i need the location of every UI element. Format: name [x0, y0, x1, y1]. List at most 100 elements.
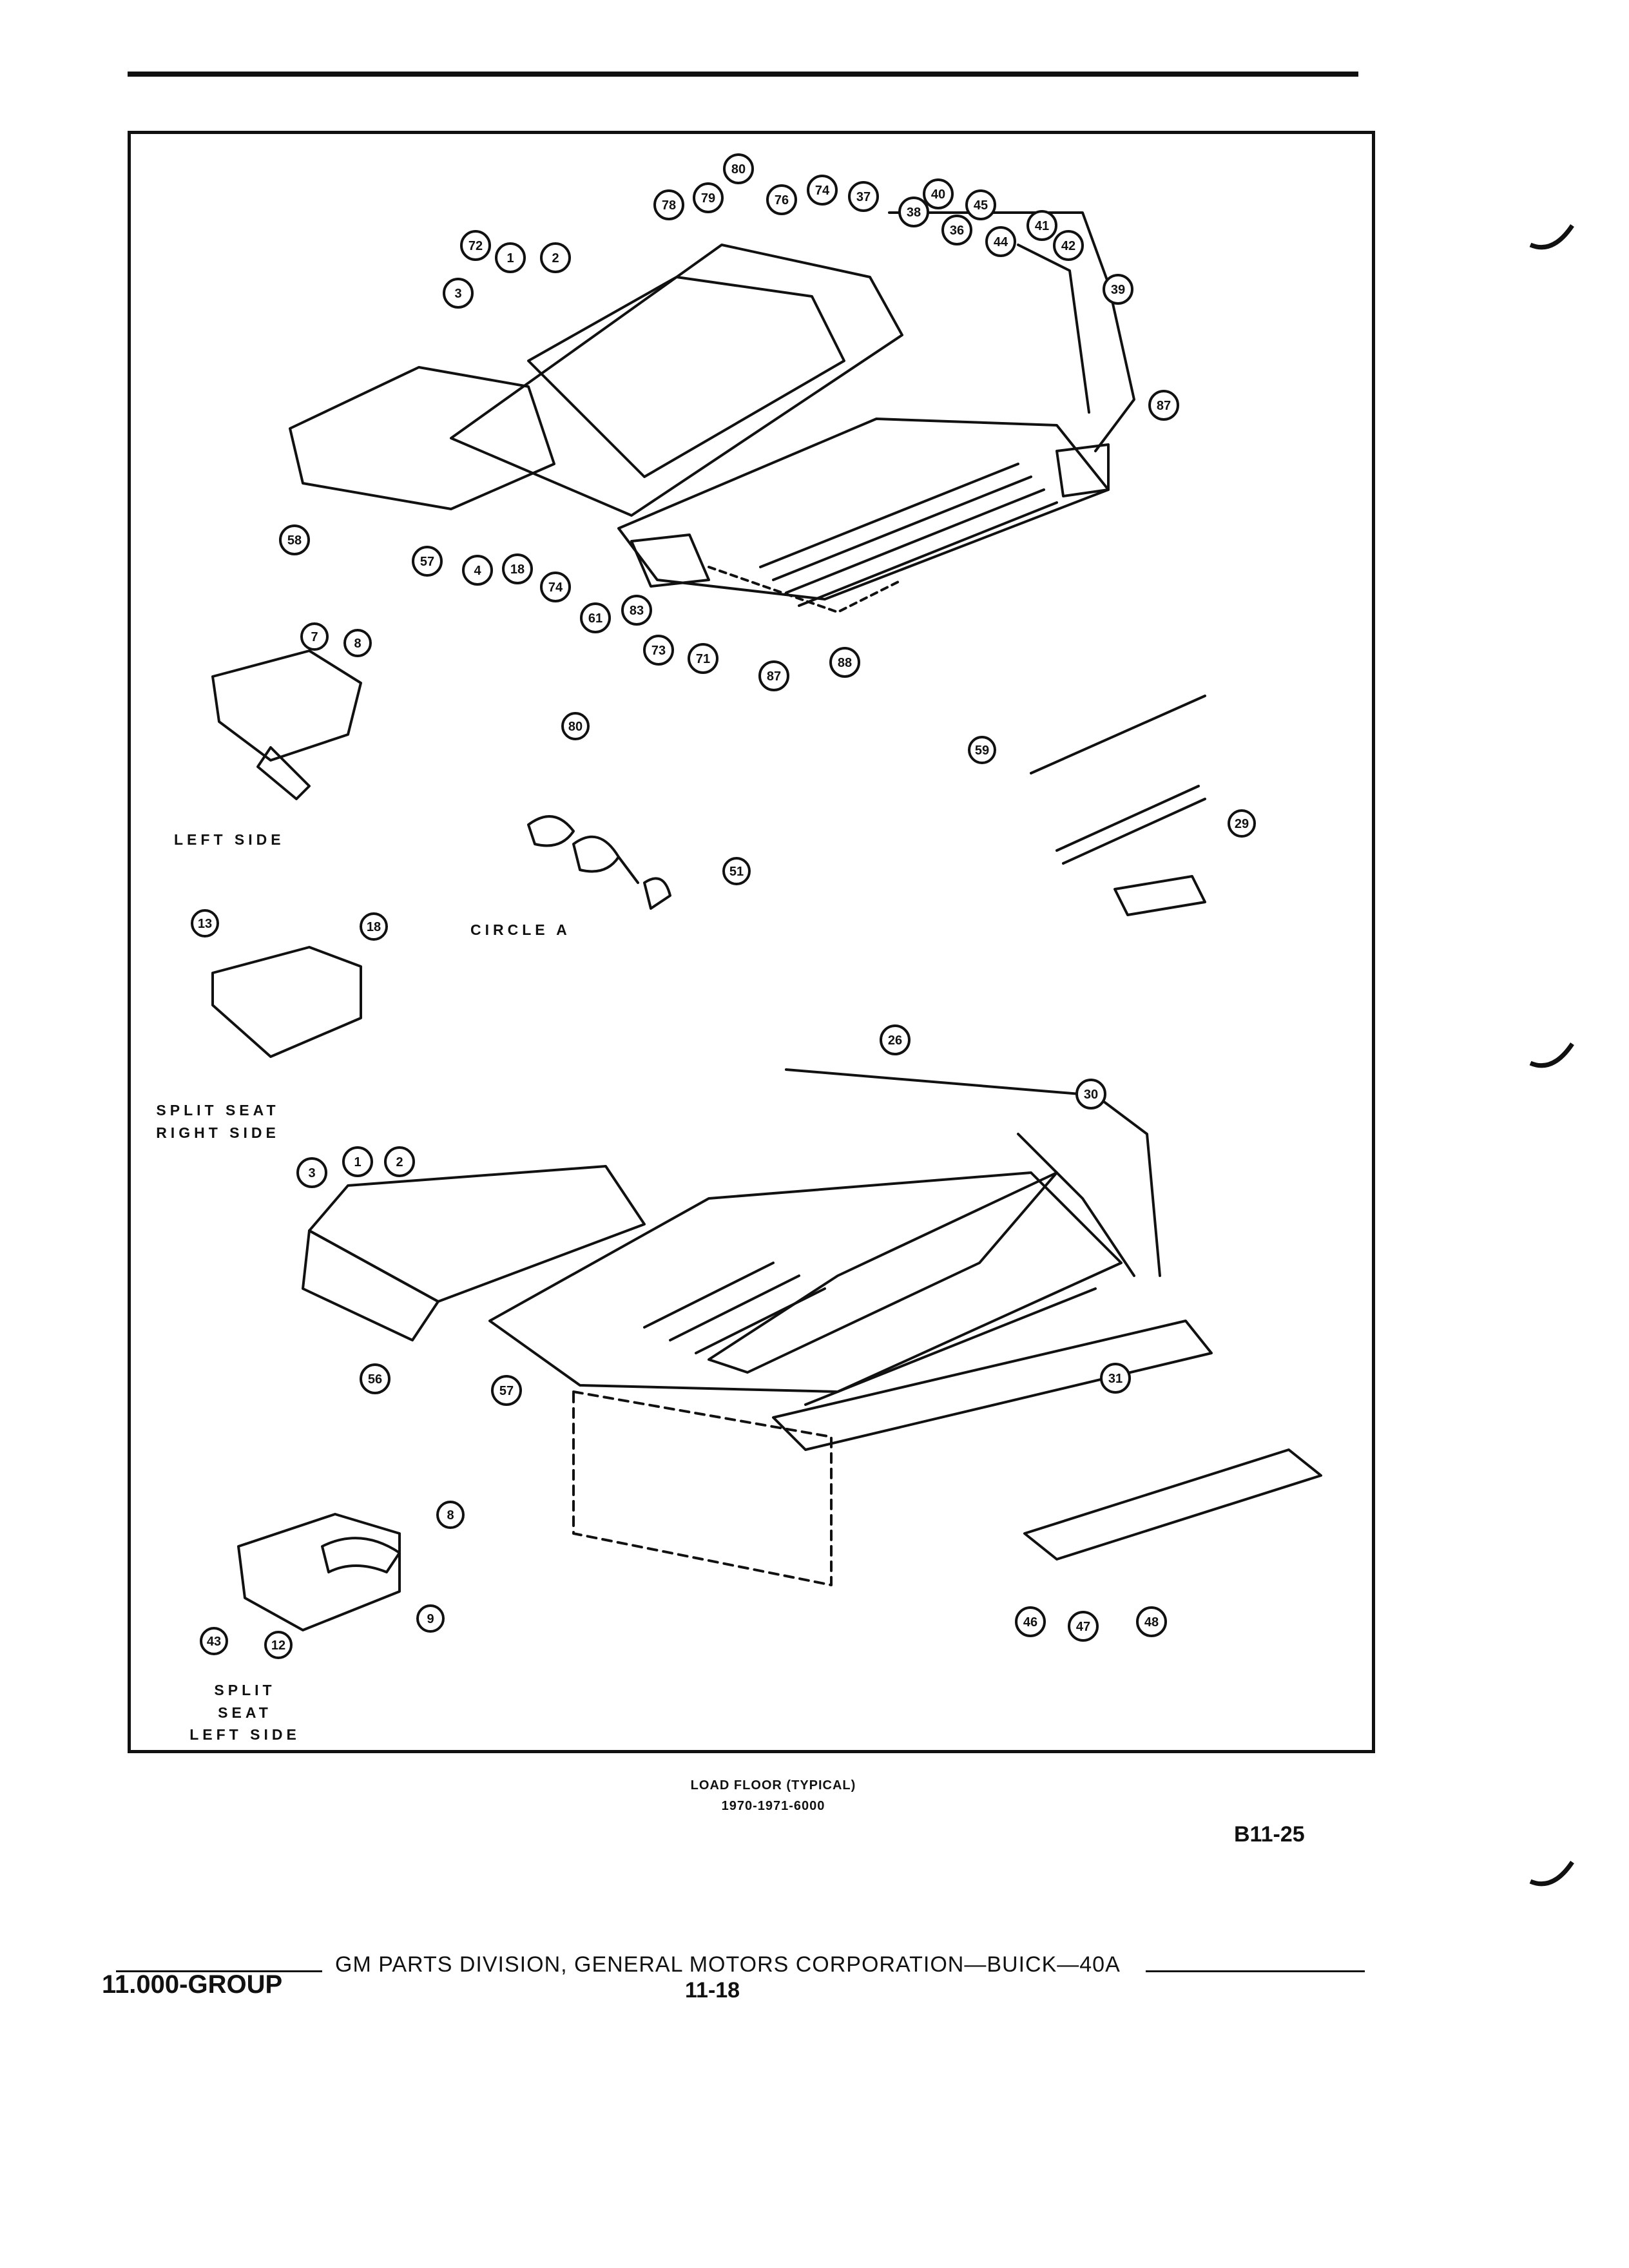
label-split-right-line1: SPLIT SEAT: [156, 1102, 280, 1119]
label-left-side: LEFT SIDE: [174, 831, 285, 848]
svg-text:36: 36: [950, 224, 964, 238]
top-floor-ribs: [759, 463, 1058, 607]
callout-38: [898, 197, 929, 227]
svg-text:46: 46: [1023, 1615, 1037, 1629]
callout-7: [300, 622, 329, 651]
callout-87a: [1148, 390, 1179, 421]
top-seat-back-panel: [527, 276, 845, 478]
callout-18b: [360, 912, 388, 941]
callout-80b: [561, 712, 590, 740]
callout-80: [723, 153, 754, 184]
callout-74b: [540, 572, 571, 602]
top-front-bracket: [630, 533, 710, 588]
callout-57: [412, 546, 443, 577]
callout-44: [985, 226, 1016, 257]
svg-text:44: 44: [994, 235, 1008, 249]
svg-text:76: 76: [775, 193, 789, 207]
callout-76: [766, 184, 797, 215]
top-seat-cushion: [289, 366, 555, 510]
svg-text:57: 57: [420, 555, 434, 569]
svg-text:45: 45: [974, 198, 988, 213]
circle-a-parts: [527, 815, 671, 910]
callout-59: [968, 736, 996, 764]
svg-text:38: 38: [907, 206, 921, 220]
callout-9: [416, 1604, 445, 1633]
group-number: 11.000-GROUP: [102, 1970, 283, 1999]
svg-text:83: 83: [630, 604, 644, 618]
label-split-left-line2: LEFT SIDE: [189, 1726, 300, 1743]
page-number: 11-18: [685, 1978, 740, 2003]
callout-1b: [342, 1146, 373, 1177]
label-circle-a: CIRCLE A: [470, 921, 571, 938]
top-rule: [128, 72, 1358, 77]
svg-text:26: 26: [888, 1033, 902, 1048]
top-pillar: [1017, 244, 1090, 414]
binding-mark-2: [1529, 1043, 1574, 1068]
callout-48: [1136, 1606, 1167, 1637]
callout-51: [722, 857, 751, 885]
callout-37: [848, 181, 879, 212]
svg-text:37: 37: [856, 190, 871, 204]
callout-56: [360, 1363, 390, 1394]
callout-12: [264, 1631, 293, 1659]
bottom-tailgate-sill: [772, 1320, 1213, 1451]
bottom-wheelhouse: [1017, 1133, 1135, 1277]
callout-3b: [296, 1157, 327, 1188]
svg-text:1: 1: [506, 251, 514, 265]
callout-61: [580, 602, 611, 633]
bottom-tray: [1023, 1448, 1322, 1561]
svg-text:8: 8: [447, 1508, 454, 1523]
callout-31: [1100, 1363, 1131, 1394]
svg-text:3: 3: [454, 287, 461, 301]
footer-rule-right: [1146, 1970, 1365, 1972]
callout-1: [495, 242, 526, 273]
svg-text:40: 40: [931, 187, 945, 202]
svg-text:47: 47: [1076, 1620, 1090, 1634]
top-seat-back: [450, 244, 903, 517]
callout-2b: [384, 1146, 415, 1177]
svg-text:57: 57: [499, 1384, 514, 1398]
bottom-floor-grid: [643, 1262, 1097, 1406]
label-split-seat-left: SPLIT SEAT LEFT SIDE: [187, 1679, 303, 1746]
left-side-detail-cushion: [211, 649, 362, 762]
svg-text:2: 2: [552, 251, 559, 265]
svg-text:71: 71: [696, 652, 710, 666]
callout-78: [653, 189, 684, 220]
bottom-seat-cushion: [302, 1229, 439, 1341]
label-split-seat-right: SPLIT SEAT RIGHT SIDE: [153, 1099, 282, 1144]
callout-71: [688, 643, 718, 674]
figure-id: B11-25: [1234, 1822, 1305, 1847]
svg-text:42: 42: [1061, 239, 1075, 253]
callout-73: [643, 635, 674, 666]
svg-text:4: 4: [474, 564, 481, 578]
callout-39: [1103, 274, 1133, 305]
svg-text:87: 87: [1157, 399, 1171, 413]
svg-text:48: 48: [1144, 1615, 1159, 1629]
svg-text:41: 41: [1035, 219, 1049, 233]
callout-43: [200, 1627, 228, 1655]
top-rail: [708, 566, 903, 613]
right-detail-rail: [1030, 695, 1206, 865]
svg-text:79: 79: [701, 191, 715, 206]
svg-text:72: 72: [468, 239, 483, 253]
callout-88: [829, 647, 860, 678]
split-right-cushion: [211, 946, 362, 1058]
callout-2: [540, 242, 571, 273]
caption-title: LOAD FLOOR (TYPICAL): [690, 1778, 856, 1792]
svg-text:13: 13: [198, 917, 212, 931]
svg-text:59: 59: [975, 744, 989, 758]
svg-text:8: 8: [354, 637, 361, 651]
svg-text:73: 73: [651, 644, 666, 658]
top-load-floor: [617, 418, 1110, 601]
svg-text:12: 12: [271, 1639, 285, 1653]
svg-text:31: 31: [1108, 1372, 1123, 1386]
bottom-quarter-panel: [785, 1068, 1161, 1277]
svg-text:56: 56: [368, 1372, 382, 1387]
callout-72: [460, 230, 491, 261]
callout-58: [279, 524, 310, 555]
svg-text:3: 3: [308, 1166, 315, 1180]
callout-87: [758, 660, 789, 691]
callout-8: [343, 629, 372, 657]
svg-text:74: 74: [815, 184, 830, 198]
callout-74: [807, 175, 838, 206]
